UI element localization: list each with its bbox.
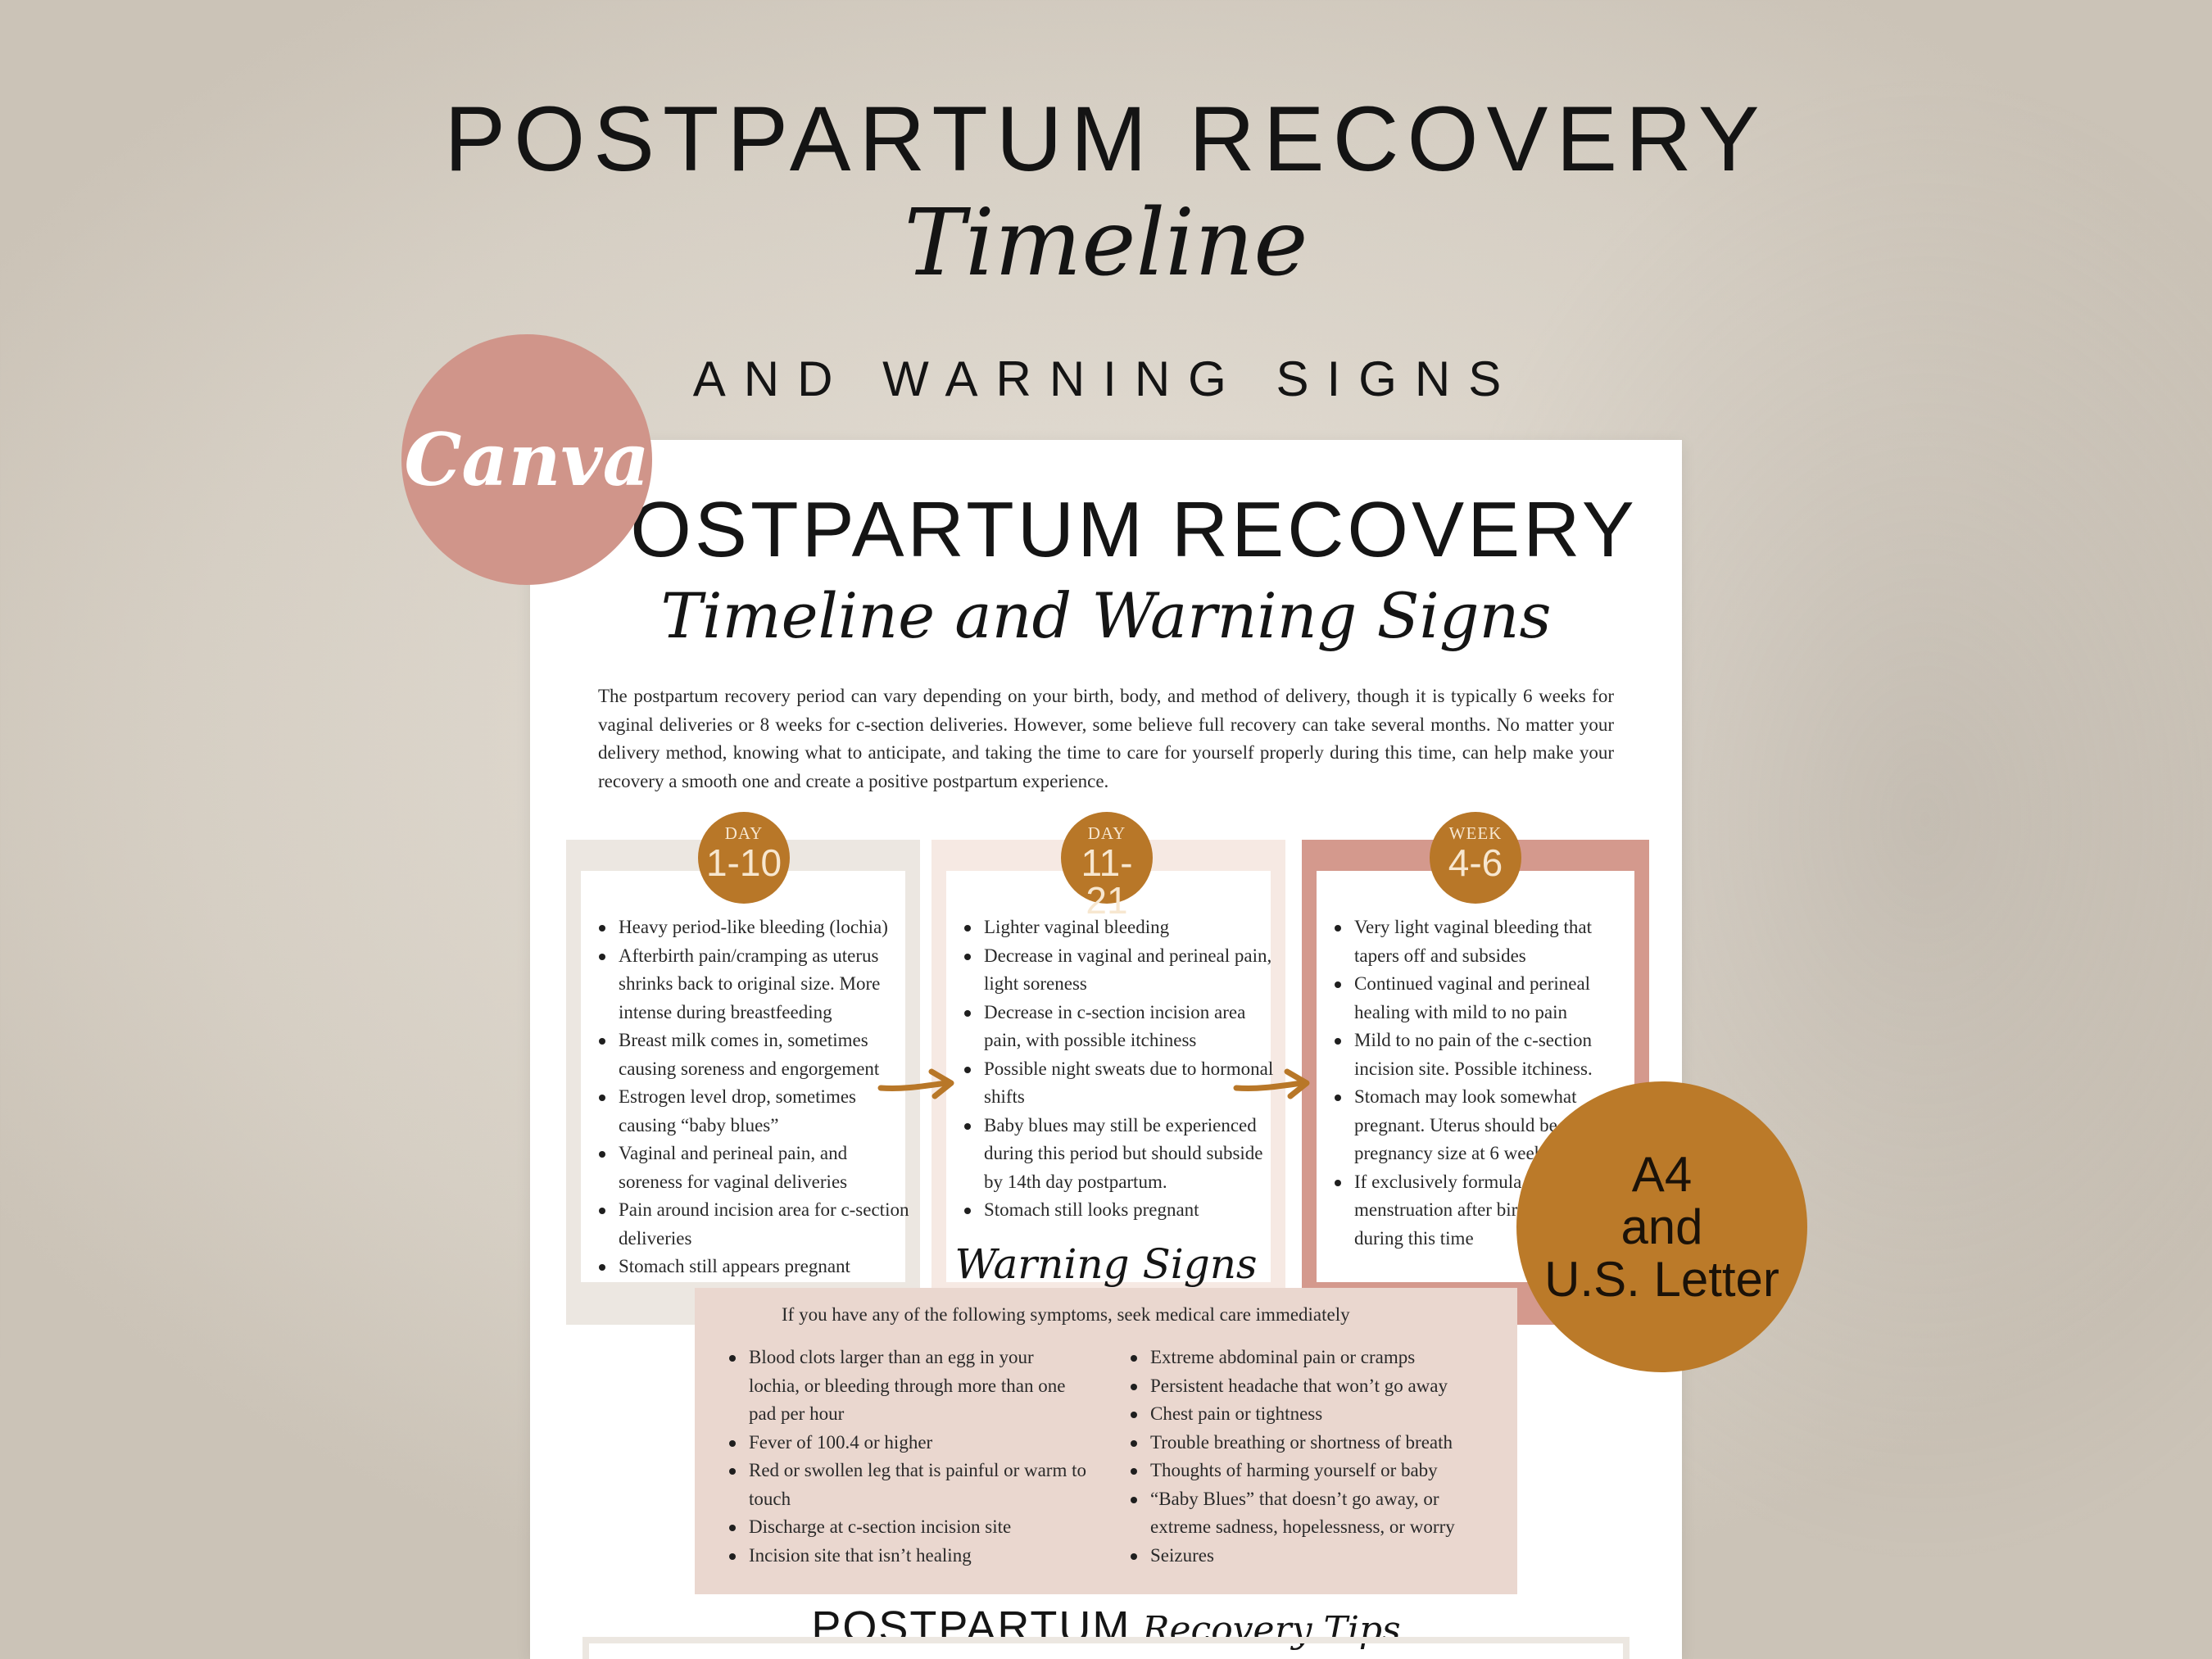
size-badge-line: and [1620,1199,1703,1254]
badge-label: DAY [724,823,764,843]
list-item: Blood clots larger than an egg in your l… [726,1344,1086,1429]
document-title: POSTPARTUM RECOVERY [574,486,1638,573]
intro-paragraph: The postpartum recovery period can vary … [598,686,1614,791]
warning-title: Warning Signs [954,1240,1258,1288]
list-item: Decrease in vaginal and perineal pain, l… [961,942,1276,999]
list-item: Mild to no pain of the c-section incisio… [1331,1027,1639,1083]
stage-badge-1: DAY 1-10 [698,812,790,904]
list-item: Afterbirth pain/cramping as uterus shrin… [596,942,910,1027]
stage-day-11-21: Lighter vaginal bleeding Decrease in vag… [931,840,1285,1325]
list-item: Fever of 100.4 or higher [726,1429,1086,1457]
list-item: “Baby Blues” that doesn’t go away, or ex… [1127,1485,1496,1542]
list-item: Extreme abdominal pain or cramps [1127,1344,1496,1372]
list-item: Baby blues may still be experienced duri… [961,1112,1276,1197]
badge-range: 1-10 [705,841,782,884]
stage-badge-2: DAY 11-21 [1061,812,1153,919]
list-item: Heavy period-like bleeding (lochia) [596,913,910,942]
stage-panel [581,871,905,1282]
list-item: Chest pain or tightness [1127,1400,1496,1429]
warning-list-left: Blood clots larger than an egg in your l… [726,1344,1086,1570]
warning-signs-box: Warning Signs If you have any of the fol… [695,1240,1517,1594]
badge-range: 11-21 [1081,841,1133,922]
badge-range: 4-6 [1448,841,1503,884]
heading-sub: AND WARNING SIGNS [692,351,1520,406]
stage-badge-3: WEEK 4-6 [1430,812,1521,904]
badge-label: DAY [1087,823,1126,843]
stage-panel [946,871,1271,1282]
size-badge-line: A4 [1631,1146,1693,1202]
stage-list: Lighter vaginal bleeding Decrease in vag… [961,913,1276,1225]
warning-list-right: Extreme abdominal pain or cramps Persist… [1127,1344,1496,1570]
heading-script: Timeline [904,190,1308,297]
list-item: Stomach still looks pregnant [961,1196,1276,1225]
badge-label: WEEK [1448,823,1503,843]
list-item: Discharge at c-section incision site [726,1513,1086,1542]
list-item: Vaginal and perineal pain, and soreness … [596,1140,910,1196]
list-item: Lighter vaginal bleeding [961,913,1276,942]
list-item: Possible night sweats due to hormonal sh… [961,1055,1276,1112]
list-item: Persistent headache that won’t go away [1127,1372,1496,1401]
heading-main: POSTPARTUM RECOVERY [444,88,1768,190]
list-item: Pain around incision area for c-section … [596,1196,910,1253]
list-item: Stomach still appears pregnant [596,1253,910,1281]
tips-heading-main: POSTPARTUM [811,1602,1131,1652]
paper-size-badge: A4 and U.S. Letter [1516,1081,1807,1372]
list-item: Seizures [1127,1542,1496,1571]
canva-badge: Canva [401,334,652,585]
list-item: Incision site that isn’t healing [726,1542,1086,1571]
list-item: Red or swollen leg that is painful or wa… [726,1457,1086,1513]
stage-week-4-6: Very light vaginal bleeding that tapers … [1302,840,1649,1325]
document-preview: POSTPARTUM RECOVERY Timeline and Warning… [530,440,1682,1659]
list-item: Stomach may look somewhat pregnant. Uter… [1331,1083,1639,1168]
list-item: Very light vaginal bleeding that tapers … [1331,913,1639,970]
arrow-right-icon [1233,1068,1310,1099]
list-item: Continued vaginal and perineal healing w… [1331,970,1639,1027]
list-item: Estrogen level drop, sometimes causing “… [596,1083,910,1140]
list-item: Trouble breathing or shortness of breath [1127,1429,1496,1457]
arrow-right-icon [877,1068,954,1099]
tips-box [582,1637,1630,1659]
stage-list: Heavy period-like bleeding (lochia) Afte… [596,913,910,1281]
tips-heading-script: Recovery Tips [1142,1609,1401,1651]
list-item: Breast milk comes in, sometimes causing … [596,1027,910,1083]
size-badge-line: U.S. Letter [1544,1251,1779,1307]
list-item: Thoughts of harming yourself or baby [1127,1457,1496,1485]
warning-intro: If you have any of the following symptom… [782,1304,1350,1325]
list-item: Decrease in c-section incision area pain… [961,999,1276,1055]
document-subtitle: Timeline and Warning Signs [660,579,1552,652]
stage-day-1-10: Heavy period-like bleeding (lochia) Afte… [566,840,920,1325]
tips-heading: POSTPARTUM Recovery Tips [530,1602,1682,1652]
